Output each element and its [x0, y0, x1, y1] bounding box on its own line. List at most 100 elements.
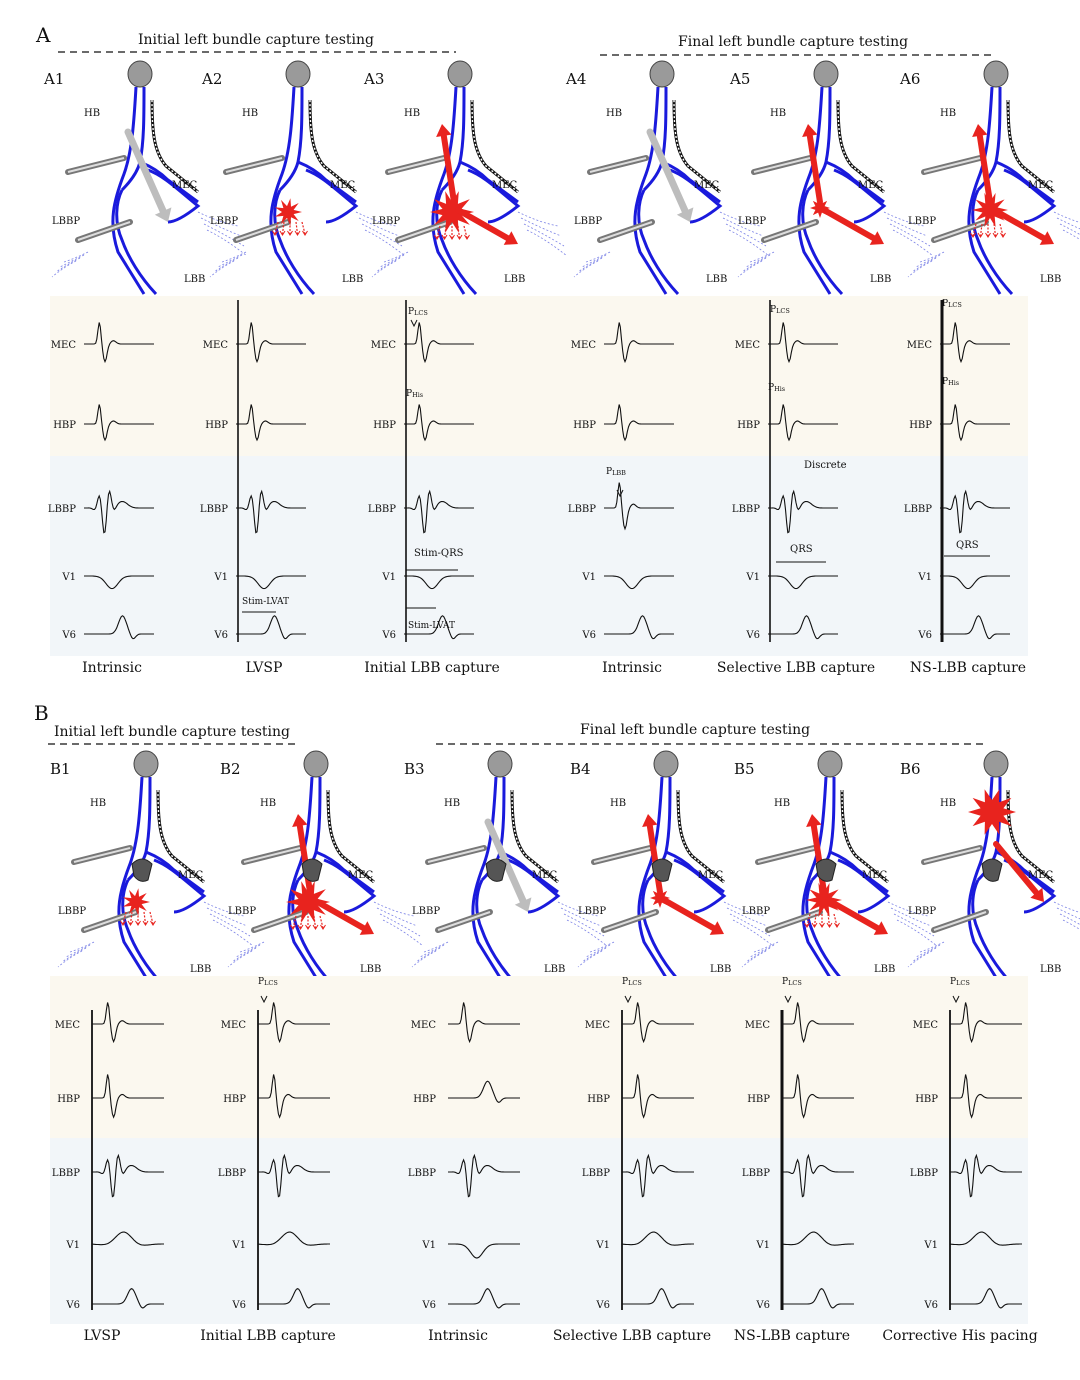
- label-mec: MEC: [862, 870, 888, 881]
- intrinsic-arrow: [646, 128, 689, 215]
- lead-label: HBP: [909, 420, 932, 431]
- av-node: [447, 60, 473, 88]
- annotation-phis-main: P: [406, 389, 412, 399]
- egm-trace: [84, 322, 154, 364]
- arrowhead: [952, 995, 960, 1004]
- purkinje-fiber: [722, 217, 764, 237]
- spread-dash-head: [977, 232, 984, 238]
- lbbp-lead-highlight: [77, 221, 131, 241]
- purkinje-fiber: [557, 901, 599, 917]
- his-bundle: [278, 86, 304, 192]
- label-lbb: LBB: [504, 274, 525, 285]
- purkinje-fiber: [726, 907, 768, 927]
- egm-trace: [782, 1074, 854, 1119]
- mec-catheter-dash: [151, 99, 199, 193]
- annotation-plcs-main: P: [258, 977, 264, 987]
- egm-trace: [622, 1074, 694, 1119]
- purkinje-fiber: [573, 260, 599, 278]
- annotation-phis: PHis: [942, 377, 959, 387]
- lead-label: V6: [231, 1300, 246, 1311]
- label-hb: HB: [940, 798, 956, 809]
- retro-arrow-head: [642, 814, 658, 828]
- septal-branch: [121, 879, 164, 986]
- capture-burst: [972, 192, 1008, 228]
- label-mec: MEC: [172, 180, 198, 191]
- label-lbbp: LBBP: [52, 216, 80, 227]
- spread-dash-head: [826, 922, 833, 928]
- lead-label: HBP: [573, 420, 596, 431]
- purkinje-fiber: [919, 251, 945, 263]
- label-hb: HB: [90, 798, 106, 809]
- spread-dash-head: [456, 234, 463, 240]
- band-upper: [50, 976, 1028, 1138]
- egm-trace: [258, 1002, 330, 1044]
- lbbp-lead-highlight: [397, 221, 451, 241]
- lead-label: LBBP: [52, 1168, 80, 1179]
- annotation-plcs-main: P: [770, 305, 776, 315]
- av-node: [983, 750, 1009, 778]
- group-title-a-initial: Initial left bundle capture testing: [138, 32, 374, 48]
- egm-trace: [950, 1074, 1022, 1119]
- lbb-fascicle: [153, 858, 207, 914]
- purkinje-fiber: [725, 223, 767, 247]
- lead-label: LBBP: [48, 504, 76, 515]
- lbbp-lead-highlight: [763, 221, 817, 241]
- label-mec: MEC: [858, 180, 884, 191]
- label-lbbp: LBBP: [908, 906, 936, 917]
- egm-trace: [768, 404, 838, 442]
- label-mec: MEC: [1028, 870, 1054, 881]
- intrinsic-arrow-head: [676, 207, 694, 222]
- column-caption: Intrinsic: [82, 660, 142, 676]
- antero-arrow-head: [709, 921, 724, 935]
- his-lead-highlight: [387, 157, 445, 173]
- purkinje-fiber: [719, 211, 761, 227]
- lead-label: MEC: [203, 340, 229, 351]
- panel-letter-a: A: [35, 23, 51, 47]
- av-node: [653, 750, 679, 778]
- label-hb: HB: [940, 108, 956, 119]
- band-lower: [50, 1138, 1028, 1324]
- lead-label: V1: [65, 1240, 80, 1251]
- antero-arrow-head: [873, 921, 888, 935]
- mec-catheter-dash: [837, 99, 885, 193]
- lead-label: HBP: [737, 420, 760, 431]
- lead-label: V1: [755, 1240, 770, 1251]
- his-lead-highlight: [73, 847, 131, 863]
- lead-label: V1: [231, 1240, 246, 1251]
- label-lbbp: LBBP: [58, 906, 86, 917]
- his-right-branch: [797, 86, 832, 295]
- retro-arrow: [976, 132, 993, 205]
- purkinje-fiber: [197, 211, 239, 227]
- annotation-plcs: PLCS: [782, 977, 802, 987]
- label-lbb: LBB: [1040, 964, 1061, 975]
- retro-arrow-head: [292, 814, 308, 828]
- annotation-plcs-sub: LCS: [628, 979, 642, 987]
- purkinje-fiber: [383, 251, 409, 263]
- purkinje-fiber: [911, 947, 937, 963]
- purkinje-fiber: [907, 260, 933, 278]
- purkinje-fiber: [728, 229, 770, 257]
- septal-branch: [801, 189, 844, 296]
- lead-label: V6: [213, 630, 228, 641]
- label-lbb: LBB: [1040, 274, 1061, 285]
- annotation-stim-qrs: Stim-QRS: [414, 548, 464, 559]
- label-mec: MEC: [348, 870, 374, 881]
- annotation-plcs: PLCS: [942, 299, 962, 309]
- lead-label: LBBP: [368, 504, 396, 515]
- egm-trace: [782, 1287, 854, 1309]
- lead-label: V6: [595, 1300, 610, 1311]
- column-id: A4: [565, 70, 586, 88]
- egm-trace: [236, 615, 306, 640]
- purkinje-fiber: [577, 950, 603, 968]
- band-upper: [50, 296, 1028, 456]
- purkinje-fiber: [889, 223, 931, 247]
- antero-arrow-head: [869, 231, 884, 245]
- purkinje-fiber: [915, 944, 941, 958]
- annotation-phis-main: P: [942, 377, 948, 387]
- purkinje-fiber: [69, 941, 95, 953]
- purkinje-fiber: [915, 254, 941, 268]
- label-lbbp: LBBP: [742, 906, 770, 917]
- egm-trace: [258, 1153, 330, 1198]
- spread-dash-head: [135, 920, 141, 926]
